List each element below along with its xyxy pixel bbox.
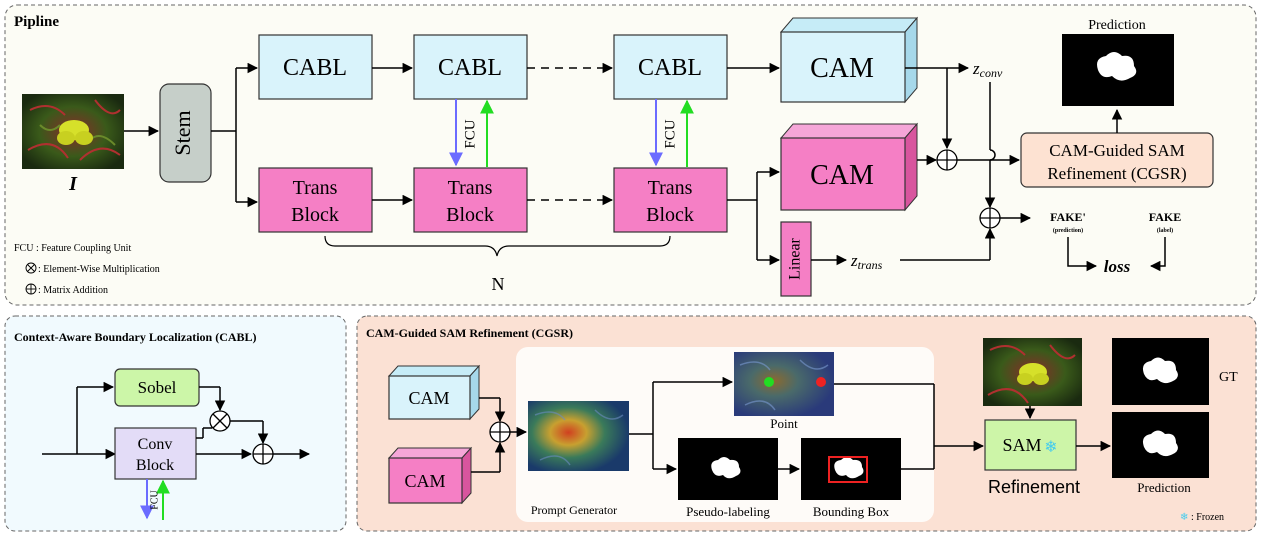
bounding-box-mask xyxy=(801,438,901,500)
stem-block: Stem xyxy=(159,83,212,183)
snowflake-icon: ❄ xyxy=(1044,439,1057,456)
cgsr-cam-label-2: CAM xyxy=(404,471,445,491)
point-prompt-image xyxy=(734,352,834,416)
n-label: N xyxy=(492,274,505,294)
legend-mult: : Element-Wise Multiplication xyxy=(38,264,160,275)
pipeline-title: Pipline xyxy=(14,14,59,30)
cgsr-panel-title: CAM-Guided SAM Refinement (CGSR) xyxy=(366,326,573,340)
cam-block-top: CAM xyxy=(779,16,919,104)
loss-label: loss xyxy=(1104,257,1131,276)
trans-block-1-line2: Block xyxy=(291,204,339,226)
linear-block: Linear xyxy=(780,221,812,297)
cabl-fcu-label: FCU xyxy=(149,489,160,509)
sam-block: SAM ❄ xyxy=(984,419,1077,471)
prediction-mask-top xyxy=(1062,34,1174,106)
prediction-label-top: Prediction xyxy=(1088,18,1146,33)
fcu-label-1: FCU xyxy=(462,119,478,148)
fcu-label-2: FCU xyxy=(662,119,678,148)
snowflake-icon: ❄ xyxy=(1180,512,1188,523)
fake-prime-label: FAKE' xyxy=(1050,210,1086,224)
plus-circle-icon xyxy=(252,443,274,465)
z-trans-label: ztrans xyxy=(850,251,883,272)
sobel-block: Sobel xyxy=(114,368,200,407)
trans-block-1-line1: Trans xyxy=(293,177,338,199)
trans-block-3-line1: Trans xyxy=(648,177,693,199)
input-image xyxy=(22,94,124,169)
cam-label-mid: CAM xyxy=(810,160,874,191)
stem-label: Stem xyxy=(170,110,195,155)
fake-sub: (label) xyxy=(1157,227,1173,234)
cabl-panel-title: Context-Aware Boundary Localization (CAB… xyxy=(14,330,257,344)
trans-block-2-line1: Trans xyxy=(448,177,493,199)
conv-block: Conv Block xyxy=(114,427,197,480)
trans-block-1: Trans Block xyxy=(258,167,373,233)
cam-block-mid: CAM xyxy=(779,122,919,212)
plus-circle-icon xyxy=(979,207,1001,229)
sam-label: SAM xyxy=(1002,435,1041,455)
cgsr-cam-block-1: CAM xyxy=(387,364,481,421)
bounding-box-label: Bounding Box xyxy=(813,504,890,519)
input-label: I xyxy=(68,173,78,195)
cabl-label-1: CABL xyxy=(283,55,347,81)
plus-circle-icon xyxy=(936,149,958,171)
frozen-label: : Frozen xyxy=(1191,512,1224,523)
linear-label: Linear xyxy=(787,237,804,279)
prompt-generator-label: Prompt Generator xyxy=(531,503,617,517)
cgsr-cam-label-1: CAM xyxy=(408,388,449,408)
cgsr-panel: CAM-Guided SAM Refinement (CGSR) CAM CAM xyxy=(356,315,1257,532)
refinement-label: Refinement xyxy=(988,477,1080,497)
cabl-panel: Context-Aware Boundary Localization (CAB… xyxy=(4,315,347,532)
legend-add: : Matrix Addition xyxy=(38,285,108,296)
point-label: Point xyxy=(770,416,798,431)
gt-mask xyxy=(1112,338,1209,405)
cgsr-line2: Refinement (CGSR) xyxy=(1047,164,1186,183)
pipeline-panel: Pipline I Stem CABL xyxy=(4,4,1257,306)
prediction-mask-bottom xyxy=(1112,412,1209,478)
cabl-block-2: CABL xyxy=(413,34,528,100)
cabl-block-3: CABL xyxy=(613,34,728,100)
gt-label: GT xyxy=(1219,370,1238,385)
n-brace xyxy=(324,235,671,257)
cgsr-cam-block-2: CAM xyxy=(387,446,473,505)
cabl-label-2: CABL xyxy=(438,55,502,81)
fake-label: FAKE xyxy=(1149,210,1181,224)
fake-prime-sub: (prediction) xyxy=(1053,227,1083,234)
cgsr-input-image xyxy=(983,338,1082,406)
cgsr-line1: CAM-Guided SAM xyxy=(1049,141,1185,160)
trans-block-2: Trans Block xyxy=(413,167,528,233)
cam-heatmap-image xyxy=(528,401,629,471)
sobel-label: Sobel xyxy=(138,378,177,397)
plus-circle-icon xyxy=(25,283,37,295)
conv-line2: Block xyxy=(136,457,174,474)
multiply-circle-icon xyxy=(209,410,231,432)
pseudo-label-mask xyxy=(678,438,778,500)
cabl-block-1: CABL xyxy=(258,34,373,100)
plus-circle-icon xyxy=(489,421,511,443)
z-conv-label: zconv xyxy=(972,59,1003,80)
trans-block-3-line2: Block xyxy=(646,204,694,226)
multiply-circle-icon xyxy=(25,262,37,274)
cgsr-block: CAM-Guided SAM Refinement (CGSR) xyxy=(1020,132,1214,188)
prediction-label-bottom: Prediction xyxy=(1137,480,1191,495)
trans-block-3: Trans Block xyxy=(613,167,728,233)
cam-label-top: CAM xyxy=(810,53,874,84)
cabl-label-3: CABL xyxy=(638,55,702,81)
legend-fcu: FCU : Feature Coupling Unit xyxy=(14,243,131,254)
pseudo-labeling-label: Pseudo-labeling xyxy=(686,504,770,519)
conv-line1: Conv xyxy=(138,436,173,453)
trans-block-2-line2: Block xyxy=(446,204,494,226)
